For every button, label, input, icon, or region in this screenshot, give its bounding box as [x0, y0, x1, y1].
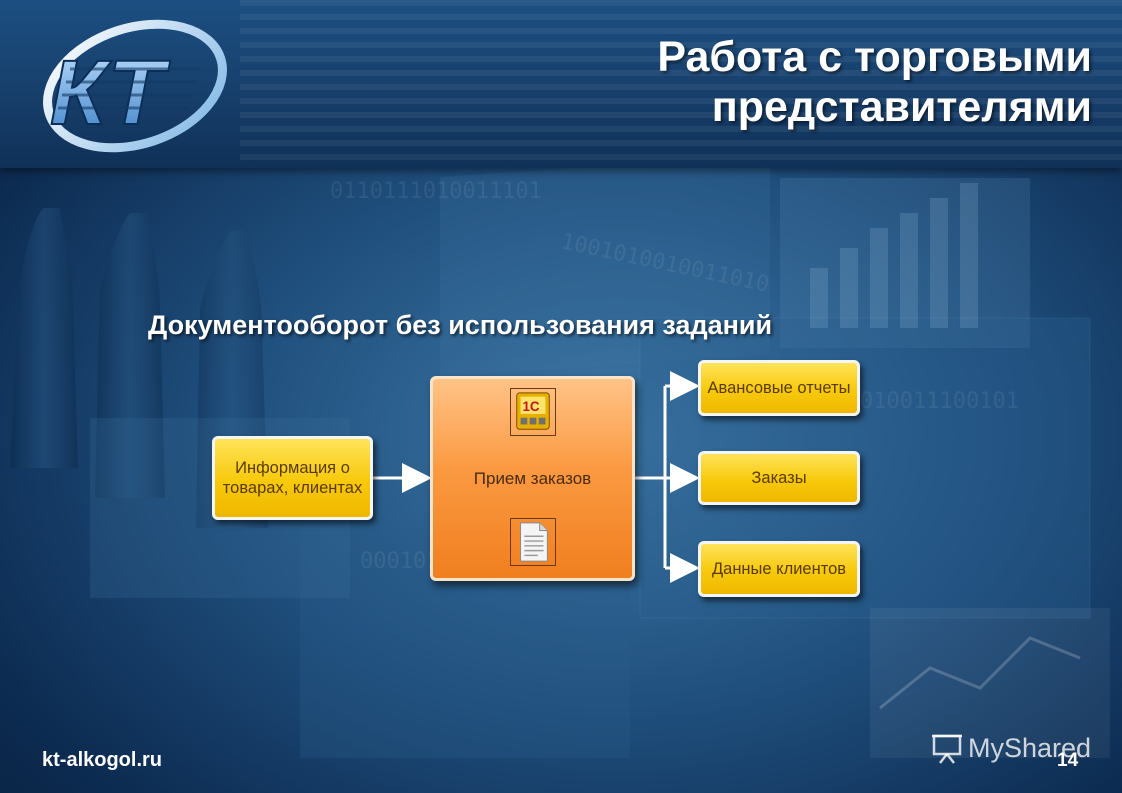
presentation-icon	[932, 734, 962, 764]
slide-title-line2: представителями	[711, 83, 1092, 131]
output-clients-box: Данные клиентов	[698, 541, 860, 597]
svg-text:010011100101: 010011100101	[860, 389, 1019, 414]
order-intake-box: 1С Прием заказов	[430, 376, 635, 581]
document-icon	[510, 518, 556, 566]
svg-text:0110111010011101: 0110111010011101	[330, 179, 542, 204]
watermark-text: MyShared	[968, 732, 1092, 763]
header-stripes	[240, 0, 1122, 168]
header-bar: КТ Работа с торговыми представителями	[0, 0, 1122, 168]
page-number: 14	[1057, 750, 1079, 771]
output-avans-box: Авансовые отчеты	[698, 360, 860, 416]
slide-title-line1: Работа с торговыми	[657, 33, 1092, 81]
footer-website: kt-alkogol.ru	[42, 749, 163, 771]
kt-logo: КТ	[43, 19, 227, 153]
output-avans-label: Авансовые отчеты	[707, 379, 851, 397]
output-clients-label: Данные клиентов	[711, 560, 847, 578]
svg-text:1С: 1С	[522, 399, 539, 414]
1c-icon: 1С	[510, 388, 556, 436]
order-intake-label: Прием заказов	[473, 469, 592, 488]
input-info-box: Информация о товарах, клиентах	[212, 436, 373, 520]
svg-text:КТ: КТ	[50, 42, 171, 144]
watermark: MyShared	[930, 728, 1091, 768]
input-info-label: Информация о товарах, клиентах	[222, 459, 363, 497]
output-orders-label: Заказы	[751, 469, 807, 487]
output-orders-box: Заказы	[698, 451, 860, 505]
slide-title: Работа с торговыми представителями	[472, 32, 1092, 132]
diagram-subtitle: Документооборот без использования задани…	[148, 310, 773, 340]
